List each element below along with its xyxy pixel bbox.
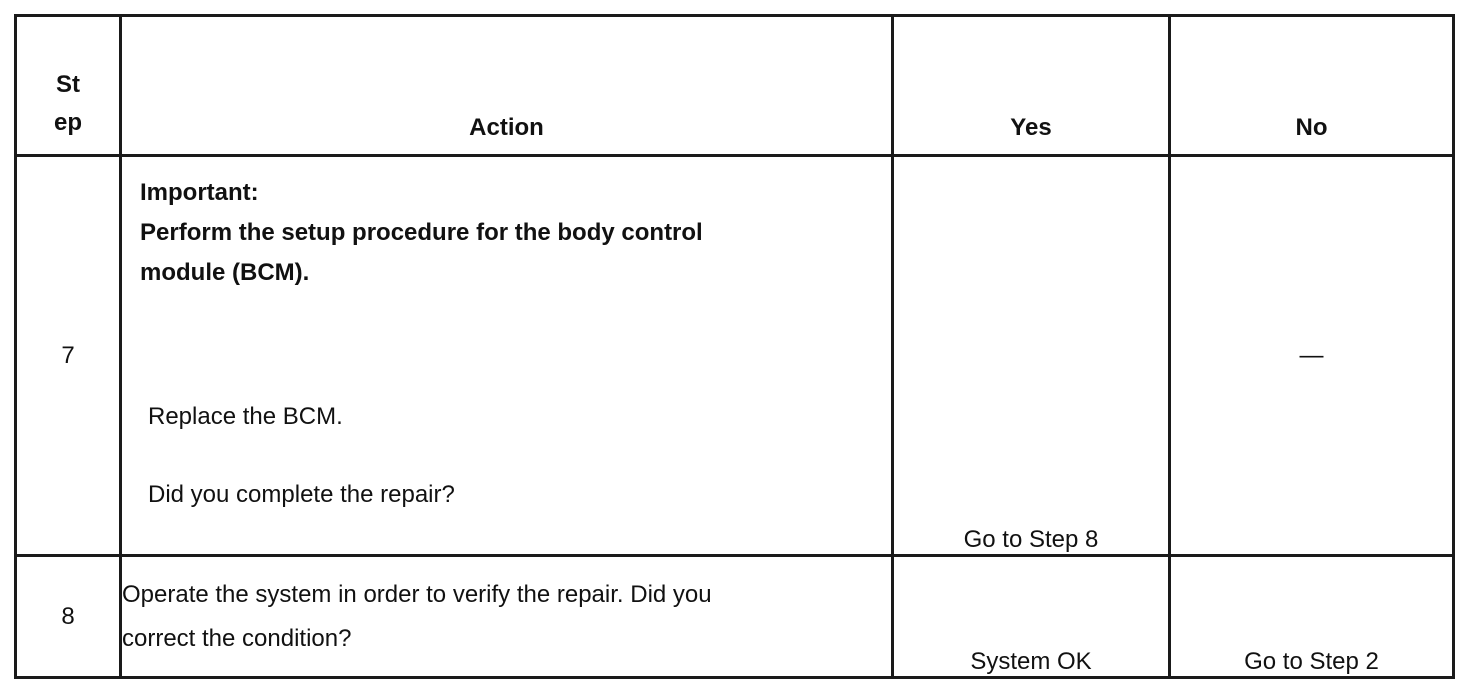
row-7-action: Important: Perform the setup procedure f… [119, 154, 894, 557]
header-yes: Yes [891, 14, 1171, 157]
table-row: 8 Operate the system in order to verify … [14, 554, 1455, 679]
row-7-no: — [1168, 154, 1455, 557]
important-label: Important: [140, 179, 259, 206]
row-8-no: Go to Step 2 [1168, 554, 1455, 679]
row-7-step: 7 [14, 154, 122, 557]
important-text-line1: Perform the setup procedure for the body… [140, 219, 703, 246]
header-step-line1: St [56, 71, 80, 98]
row-8-action: Operate the system in order to verify th… [119, 554, 894, 679]
important-note: Important: Perform the setup procedure f… [122, 157, 891, 293]
procedure-table: St ep Action Yes No 7 Important: Perform… [14, 14, 1455, 679]
header-step: St ep [14, 14, 122, 157]
important-text-line2: module (BCM). [140, 259, 310, 286]
question-text: Did you complete the repair? [148, 481, 455, 508]
header-step-line2: ep [53, 109, 82, 136]
row-8-yes: System OK [891, 554, 1171, 679]
row-8-action-line2: correct the condition? [122, 624, 352, 652]
header-row: St ep Action Yes No [14, 14, 1455, 157]
table-row: 7 Important: Perform the setup procedure… [14, 154, 1455, 557]
header-action: Action [119, 14, 894, 157]
row-7-yes: Go to Step 8 [891, 154, 1171, 557]
instruction-text: Replace the BCM. [148, 403, 343, 430]
row-8-step: 8 [14, 554, 122, 679]
row-8-action-line1: Operate the system in order to verify th… [122, 580, 712, 608]
header-no: No [1168, 14, 1455, 157]
